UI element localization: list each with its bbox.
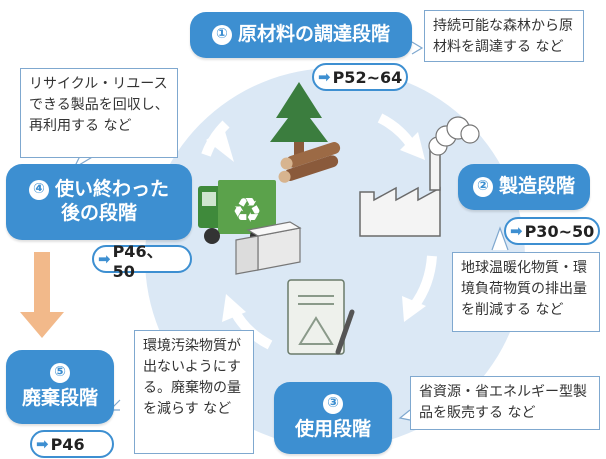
stage-1-name: 原材料の調達段階 bbox=[237, 23, 390, 46]
stage-2-number: ② bbox=[472, 177, 493, 197]
stage-3-note: 省資源・省エネルギー型製品を販売する など bbox=[410, 376, 600, 430]
stage-2-page-ref[interactable]: ➡ P30~50 bbox=[504, 217, 600, 245]
stage-4-name-line2: 後の段階 bbox=[60, 202, 137, 224]
arrow-icon: ➡ bbox=[36, 435, 49, 453]
stage-1-label: ① 原材料の調達段階 bbox=[190, 12, 412, 58]
stage-4-name-line1: 使い終わった bbox=[54, 178, 169, 201]
stage-2-page-text: P30~50 bbox=[524, 221, 595, 241]
stage-2-name: 製造段階 bbox=[498, 175, 575, 198]
arrow-icon: ➡ bbox=[318, 68, 331, 86]
stage-5-note-text: 環境汚染物質が出ないようにする。廃棄物の量を減らす など bbox=[143, 338, 241, 417]
stage-3-label: ③ 使用段階 bbox=[274, 382, 392, 454]
stage-4-note: リサイクル・リユースできる製品を回収し、再利用する など bbox=[20, 68, 178, 158]
down-arrow bbox=[20, 252, 64, 338]
cycle-arrow-bottom-left bbox=[222, 294, 246, 322]
stage-1-page-ref[interactable]: ➡ P52~64 bbox=[312, 63, 408, 91]
note-2-tail bbox=[491, 226, 509, 251]
tree-logs-illustration bbox=[270, 82, 341, 183]
notebook-illustration bbox=[287, 279, 355, 355]
stage-2-label: ② 製造段階 bbox=[458, 164, 590, 210]
note-1-tail bbox=[411, 41, 424, 55]
recycle-truck-illustration: ♻ bbox=[198, 180, 276, 244]
cycle-arrow-bottom-right bbox=[402, 296, 426, 322]
stage-3-number: ③ bbox=[323, 394, 343, 415]
recycle-icon: ♻ bbox=[232, 191, 262, 231]
note-3-tail bbox=[398, 409, 411, 421]
stage-3-note-text: 省資源・省エネルギー型製品を販売する など bbox=[419, 384, 587, 421]
stage-5-name: 廃棄段階 bbox=[21, 387, 98, 410]
stage-1-number: ① bbox=[211, 25, 232, 45]
stage-5-number: ⑤ bbox=[50, 363, 70, 384]
paper-stack-illustration bbox=[235, 221, 302, 275]
stage-5-note: 環境汚染物質が出ないようにする。廃棄物の量を減らす など bbox=[134, 330, 254, 454]
cycle-arrows bbox=[201, 113, 437, 350]
stage-1-page-text: P52~64 bbox=[332, 67, 403, 87]
factory-illustration bbox=[359, 116, 480, 237]
stage-4-page-text: P46、50 bbox=[112, 241, 163, 281]
stage-1-note: 持続可能な森林から原材料を調達する など bbox=[424, 10, 584, 62]
stage-1-note-text: 持続可能な森林から原材料を調達する など bbox=[433, 18, 573, 55]
stage-2-note-text: 地球温暖化物質・環境負荷物質の排出量を削減する など bbox=[461, 260, 587, 318]
stage-2-note: 地球温暖化物質・環境負荷物質の排出量を削減する など bbox=[452, 252, 600, 332]
arrow-icon: ➡ bbox=[510, 222, 523, 240]
stage-5-page-text: P46 bbox=[50, 434, 85, 454]
stage-3-name: 使用段階 bbox=[294, 418, 371, 441]
stage-5-label: ⑤ 廃棄段階 bbox=[6, 350, 114, 424]
stage-4-page-ref[interactable]: ➡ P46、50 bbox=[92, 242, 192, 281]
stage-4-note-text: リサイクル・リユースできる製品を回収し、再利用する など bbox=[29, 76, 169, 134]
stage-4-label: ④ 使い終わった 後の段階 bbox=[6, 164, 192, 240]
stage-5-page-ref[interactable]: ➡ P46 bbox=[30, 430, 114, 458]
arrow-icon: ➡ bbox=[98, 250, 111, 268]
cycle-arrow-top-right bbox=[400, 132, 425, 160]
note-tails bbox=[72, 41, 509, 421]
stage-4-number: ④ bbox=[28, 180, 49, 201]
